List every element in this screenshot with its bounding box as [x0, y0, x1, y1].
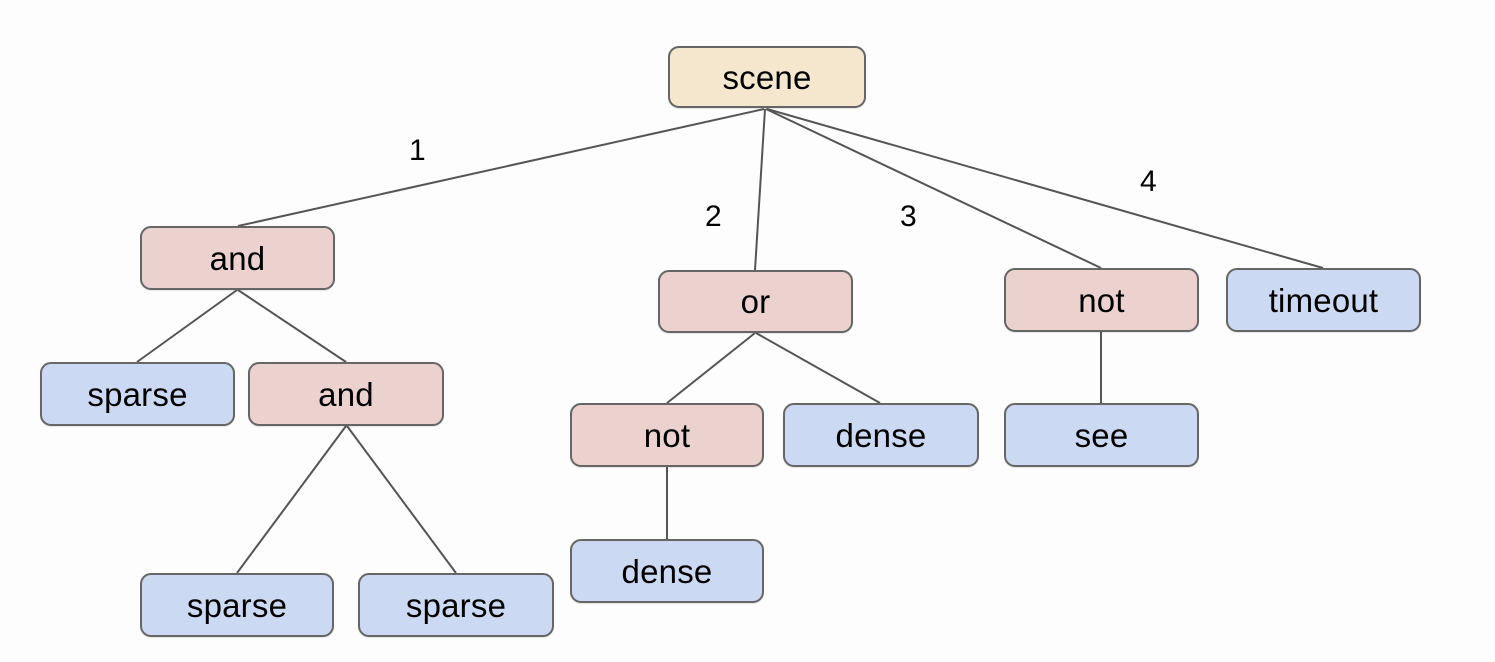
edge-label-2: 2	[705, 200, 722, 233]
tree-node-see1[interactable]: see	[1004, 403, 1199, 467]
tree-edge-and2-to-sparse2	[236, 425, 347, 574]
edge-label-1: 1	[409, 134, 426, 167]
tree-node-not2[interactable]: not	[1004, 268, 1199, 332]
tree-edge-or1-to-dense1	[755, 332, 881, 404]
tree-node-or1[interactable]: or	[658, 270, 853, 333]
tree-node-sparse2[interactable]: sparse	[140, 573, 334, 637]
tree-edge-scene-to-timeout1	[766, 108, 1324, 269]
tree-edge-scene-to-or1	[754, 108, 766, 271]
tree-node-and2[interactable]: and	[248, 362, 444, 426]
tree-node-sparse3[interactable]: sparse	[358, 573, 554, 637]
tree-node-sparse1[interactable]: sparse	[40, 362, 235, 426]
edge-label-4: 4	[1140, 165, 1157, 198]
tree-edge-and1-to-sparse1	[136, 289, 238, 363]
tree-node-timeout1[interactable]: timeout	[1226, 268, 1421, 332]
edge-label-3: 3	[900, 200, 917, 233]
tree-edge-and2-to-sparse3	[346, 425, 457, 574]
tree-edge-scene-to-and1	[237, 108, 765, 227]
tree-node-scene[interactable]: scene	[668, 46, 866, 108]
tree-edge-scene-to-not2	[765, 108, 1102, 269]
tree-node-not1[interactable]: not	[570, 403, 764, 467]
tree-edge-or1-to-not1	[666, 332, 756, 404]
tree-node-dense2[interactable]: dense	[570, 539, 764, 603]
tree-node-and1[interactable]: and	[140, 226, 335, 290]
tree-edge-and1-to-and2	[237, 289, 347, 363]
tree-node-dense1[interactable]: dense	[783, 403, 979, 467]
